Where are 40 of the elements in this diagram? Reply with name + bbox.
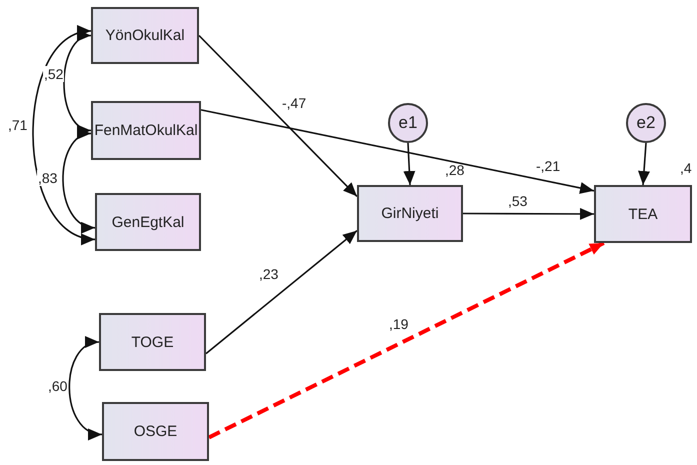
- variable-name: TOGE: [131, 334, 174, 350]
- variable-box: [91, 101, 201, 160]
- variable-name: GirNiyeti: [381, 205, 439, 222]
- path-arrow: [200, 109, 594, 194]
- coefficient-label: ,23: [258, 266, 280, 282]
- variable-box: [91, 7, 199, 64]
- path-arrow: [198, 34, 358, 197]
- variable-box: [99, 313, 206, 371]
- covariance-arrow: [68, 338, 102, 438]
- path-arrow: [206, 230, 358, 354]
- coefficient-label: -,47: [281, 95, 308, 111]
- variable-box: [357, 185, 463, 242]
- variable-name: YönOkulKal: [105, 27, 185, 44]
- variable-box: [594, 185, 692, 243]
- variable-name: OSGE: [134, 423, 178, 440]
- covariance-arrow: [32, 28, 96, 242]
- path-arrow: [638, 142, 650, 186]
- r-squared-value: ,28: [445, 162, 464, 178]
- variable-box: [102, 402, 209, 461]
- variable-name: e1: [398, 113, 418, 133]
- variable-name: FenMatOkulKal: [94, 122, 198, 139]
- covariance-arrow: [62, 130, 96, 232]
- path-arrow: [403, 142, 416, 186]
- coefficient-label: ,60: [47, 378, 68, 394]
- variable-box: [95, 193, 201, 251]
- coefficient-label: ,83: [37, 170, 58, 186]
- coefficient-label: -,21: [535, 158, 562, 174]
- variable-name: e2: [636, 113, 656, 133]
- error-term-circle: [626, 103, 666, 143]
- coefficient-label: ,52: [43, 66, 64, 82]
- variable-name: TEA: [628, 206, 658, 222]
- coefficient-label: ,53: [507, 193, 528, 209]
- error-term-circle: [388, 103, 428, 143]
- path-arrow: [208, 241, 605, 440]
- coefficient-label: ,71: [7, 117, 28, 133]
- coefficient-label: ,19: [388, 316, 410, 332]
- r-squared-value: ,4: [680, 160, 692, 176]
- variable-name: GenEgtKal: [112, 214, 184, 230]
- path-arrow: [463, 208, 594, 220]
- covariance-arrow: [63, 32, 92, 134]
